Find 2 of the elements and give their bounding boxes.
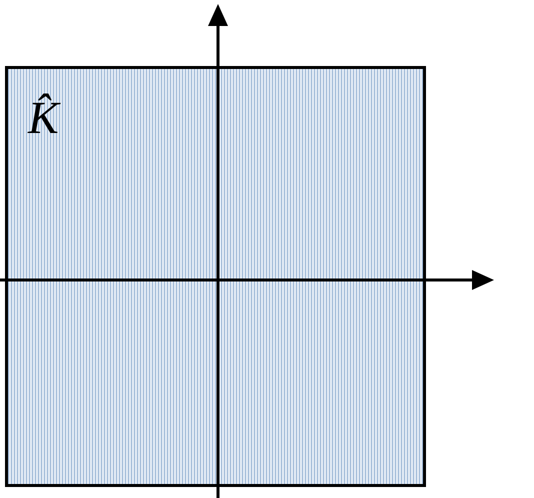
shaded-region (5, 66, 426, 487)
region-label: K̂ (28, 93, 59, 144)
